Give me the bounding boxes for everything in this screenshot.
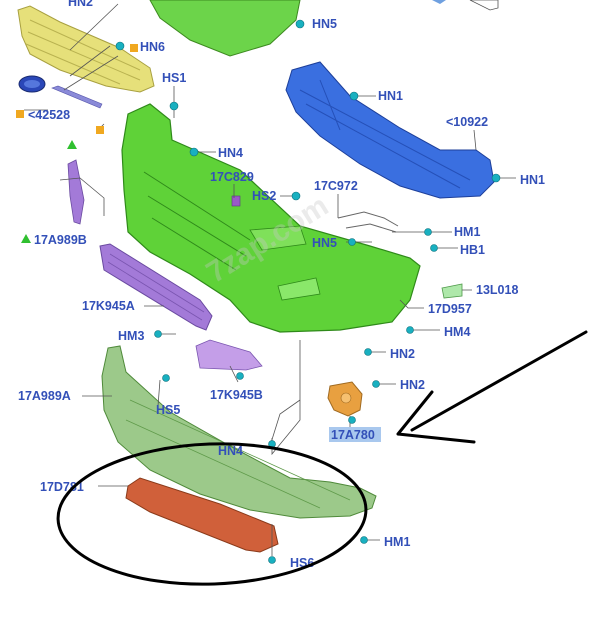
upper-grille-ribs: [25, 19, 141, 85]
label-hs1: HS1: [162, 71, 186, 85]
bumper-reinforcement: [285, 61, 495, 199]
label-hn5-b: HN5: [312, 236, 337, 250]
label-hn4-a: HN4: [218, 146, 243, 160]
lower-grille-insert: [195, 339, 263, 371]
label-hm3: HM3: [118, 329, 144, 343]
label-17a780: 17A780: [331, 428, 375, 442]
tow-hook-cover: [441, 283, 463, 299]
marker-triangle-17a989b: [21, 234, 31, 243]
label-hn2-c: HN2: [400, 378, 425, 392]
label-hb1: HB1: [460, 243, 485, 257]
label-17a989a: 17A989A: [18, 389, 71, 403]
top-right-part-fragment: [432, 0, 446, 4]
label-17c972: 17C972: [314, 179, 358, 193]
marker-square-42528: [16, 110, 24, 118]
label-hm1-a: HM1: [454, 225, 480, 239]
label-hn1-a: HN1: [378, 89, 403, 103]
marker-triangle-top: [67, 140, 77, 149]
lower-cover: [101, 345, 377, 519]
marker-square-trim: [96, 126, 104, 134]
bumper-grille-openings: [143, 171, 251, 271]
upper-grille: [17, 5, 155, 93]
label-hn6: HN6: [140, 40, 165, 54]
label-hn2-top: HN2: [68, 0, 93, 9]
fog-lamp-opening: [277, 277, 321, 301]
strip-ribs: [107, 253, 205, 321]
label-17d957: 17D957: [428, 302, 472, 316]
label-hs2: HS2: [252, 189, 276, 203]
reinforcement-ribs: [299, 79, 471, 189]
label-hn1-b: HN1: [520, 173, 545, 187]
label-17d781: 17D781: [40, 480, 84, 494]
lower-cover-ribs: [125, 399, 351, 509]
upper-bracket: [149, 0, 301, 57]
wiring-17c972: [337, 211, 399, 233]
label-hn5: HN5: [312, 17, 337, 31]
label-hn4-b: HN4: [218, 444, 243, 458]
annotation-arrow: [396, 330, 588, 444]
left-bracket: [67, 159, 85, 225]
label-13l018: 13L018: [476, 283, 518, 297]
highlight-17a780: [329, 427, 381, 442]
label-17k945a: 17K945A: [82, 299, 135, 313]
fasteners: [115, 19, 501, 564]
small-clip-17c829: [231, 195, 241, 207]
annotation-ellipse: [56, 442, 368, 586]
label-hm4: HM4: [444, 325, 470, 339]
marker-square-hn6: [130, 44, 138, 52]
emblem-inner: [24, 80, 40, 88]
bumper-logo-area: [249, 225, 307, 251]
fog-lamp-lens: [340, 392, 352, 404]
trim-bar: [51, 85, 103, 109]
leader-lines: [24, 3, 516, 556]
top-right-frame: [469, 0, 499, 11]
label-hm1-b: HM1: [384, 535, 410, 549]
skid-plate: [125, 477, 279, 553]
label-17a989b: 17A989B: [34, 233, 87, 247]
label-17c829: 17C829: [210, 170, 254, 184]
label-42528: <42528: [28, 108, 70, 122]
label-hn2-b: HN2: [390, 347, 415, 361]
label-10922: <10922: [446, 115, 488, 129]
label-hs5: HS5: [156, 403, 180, 417]
label-17k945b: 17K945B: [210, 388, 263, 402]
